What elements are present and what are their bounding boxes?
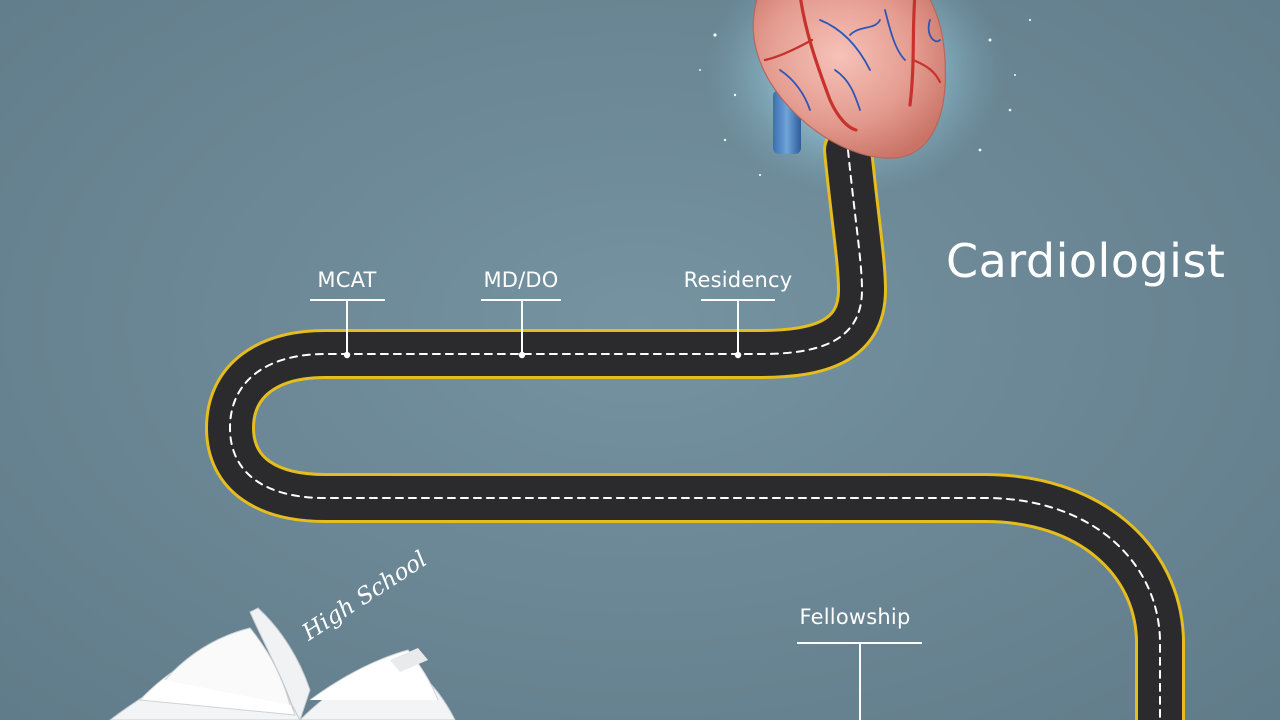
- destination-title: Cardiologist: [946, 234, 1226, 288]
- book-icon: [109, 607, 456, 720]
- road: [205, 125, 1185, 720]
- milestone-label-fellowship: Fellowship: [799, 605, 911, 629]
- milestone-label-md-do: MD/DO: [483, 268, 559, 292]
- sparkles: [699, 18, 1032, 177]
- road-lane-markings: [229, 149, 1161, 720]
- milestone-label-mcat: MCAT: [317, 268, 377, 292]
- heart-icon: [752, 0, 947, 159]
- milestone-label-residency: Residency: [683, 268, 793, 292]
- milestone-markers: [310, 299, 922, 720]
